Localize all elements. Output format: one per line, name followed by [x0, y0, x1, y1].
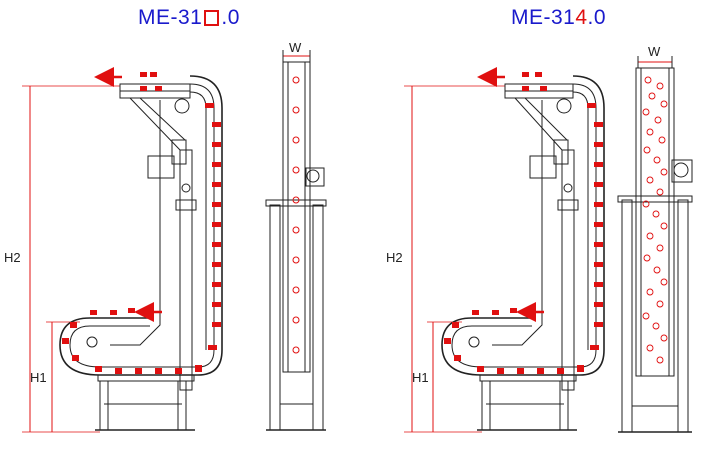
left-front-view — [265, 50, 327, 431]
left-w-label: W — [289, 40, 302, 55]
right-model-title-highlight: 4 — [575, 6, 588, 29]
right-front-chain — [642, 76, 668, 364]
left-chain-markers — [62, 72, 221, 374]
right-chain-markers — [444, 72, 603, 374]
right-front-view — [617, 56, 693, 433]
left-model-title-prefix: ME-31 — [138, 6, 203, 29]
placeholder-box-icon — [204, 10, 220, 26]
left-model-title: ME-31 .0 — [138, 6, 240, 30]
right-model-title: ME-314.0 — [511, 6, 606, 30]
left-front-chain — [292, 76, 300, 354]
right-side-view — [404, 75, 605, 433]
right-h1-label: H1 — [412, 370, 429, 385]
left-model-title-suffix: .0 — [221, 6, 240, 29]
left-h2-label: H2 — [4, 250, 21, 265]
right-model-title-prefix: ME-31 — [511, 6, 576, 29]
right-model-title-suffix: .0 — [587, 6, 607, 29]
left-side-view — [22, 75, 223, 433]
left-h1-label: H1 — [30, 370, 47, 385]
right-w-label: W — [648, 44, 661, 59]
right-h2-label: H2 — [386, 250, 403, 265]
